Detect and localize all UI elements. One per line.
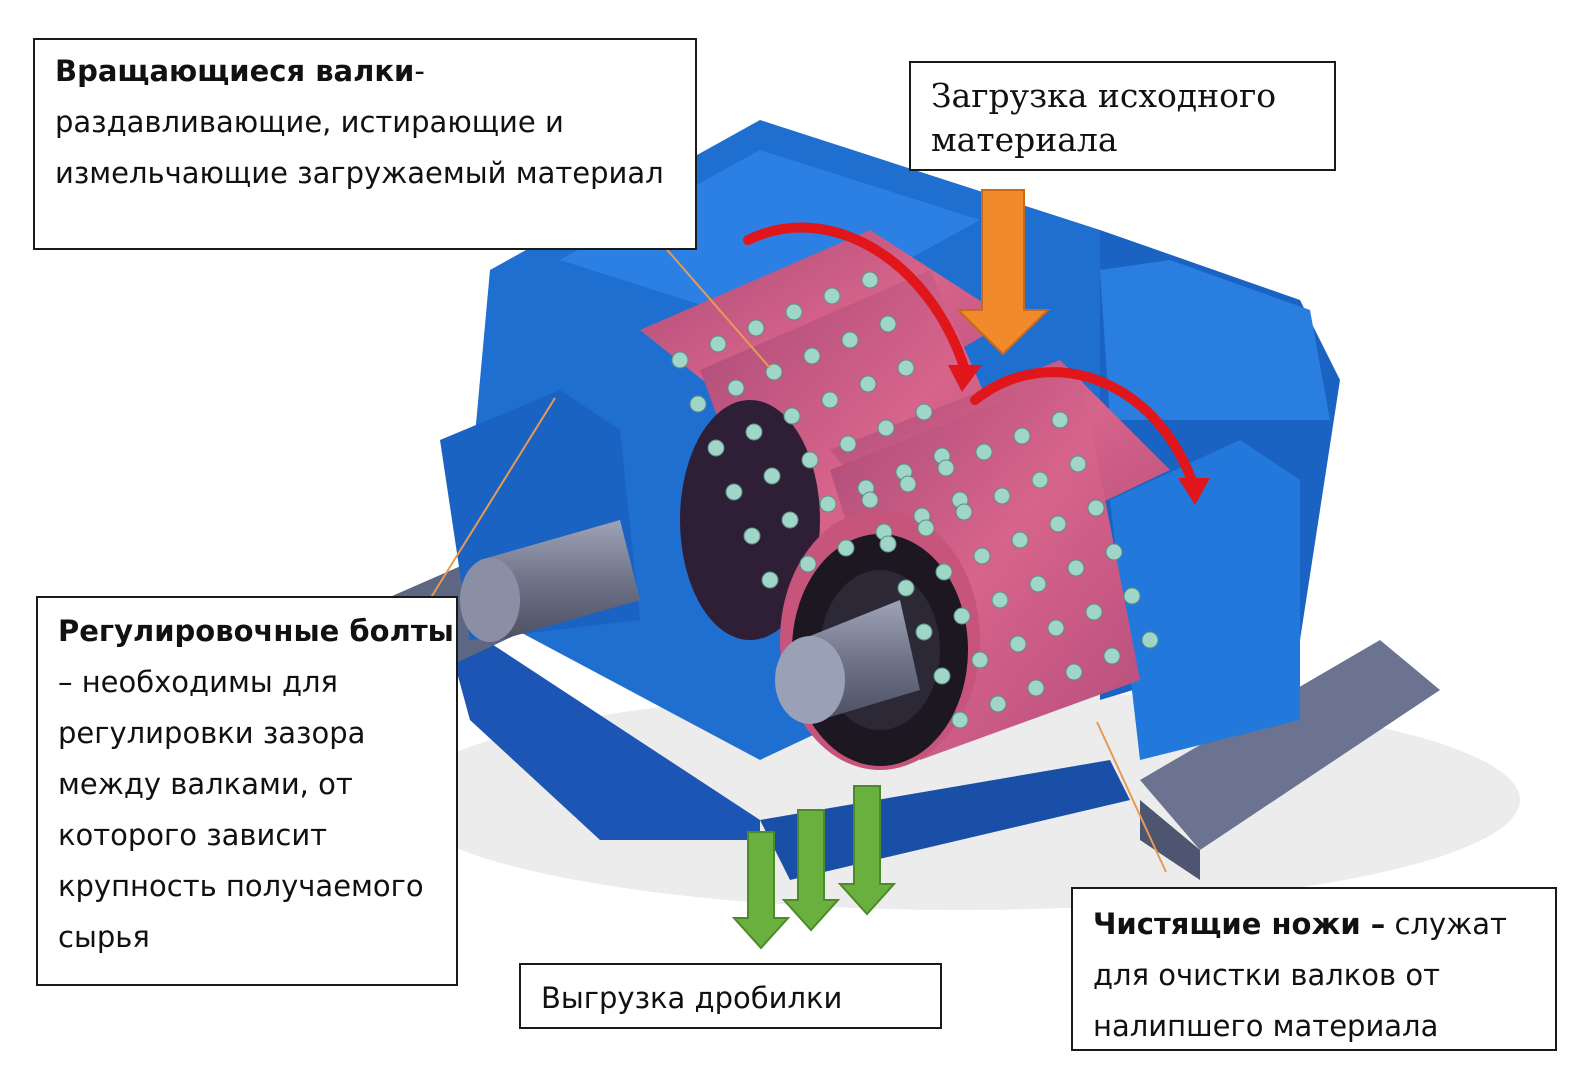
unloading-arrows [731,785,897,950]
callout-loading-text: Загрузка исходного материала [931,76,1277,159]
roller-bolt-icon [879,535,897,553]
rotation-arrow-head-2 [1178,478,1210,505]
roller-bolt-icon [937,459,955,477]
roller-bolt-icon [877,419,895,437]
roller-bolt-icon [1049,515,1067,533]
roller-bolt-icon [933,667,951,685]
callout-cleaning-knives-title: Чистящие ножи – [1093,907,1386,941]
roller-bolt-icon [841,331,859,349]
roller-bolt-icon [801,451,819,469]
roller-bolt-icon [1123,587,1141,605]
roller-bolt-icon [761,571,779,589]
roller-bolt-icon [1087,499,1105,517]
roller-bolt-icon [861,491,879,509]
roller-bolt-icon [975,443,993,461]
roller-bolt-icon [1027,679,1045,697]
roller-bolt-icon [783,407,801,425]
rotation-arrow-head-1 [948,365,982,392]
roller-bolt-icon [1047,619,1065,637]
roller-bolt-icon [859,375,877,393]
roller-bolt-icon [799,555,817,573]
roller-bolt-icon [1031,471,1049,489]
roller-bolt-icon [747,319,765,337]
roller-bolt-icon [951,711,969,729]
roller-bolt-icon [897,359,915,377]
roller-bolt-icon [707,439,725,457]
roller-bolt-icon [971,651,989,669]
roller-bolt-icon [953,607,971,625]
callout-unloading: Выгрузка дробилки [519,963,942,1029]
roller-bolt-icon [781,511,799,529]
roller-bolt-icon [991,591,1009,609]
roller-bolt-icon [725,483,743,501]
roller-bolt-icon [989,695,1007,713]
roller-bolt-icon [819,495,837,513]
roller-bolt-icon [823,287,841,305]
roller-bolt-icon [955,503,973,521]
roller-bolt-icon [1051,411,1069,429]
roller-bolt-icon [763,467,781,485]
roller-bolt-icon [915,623,933,641]
roller-bolt-icon [861,271,879,289]
roller-bolt-icon [671,351,689,369]
roller-bolt-icon [1085,603,1103,621]
roller-bolt-icon [785,303,803,321]
roller-bolt-icon [689,395,707,413]
callout-cleaning-knives-text: служат для очистки валков от налипшего м… [1093,907,1507,1043]
roller-bolt-icon [879,315,897,333]
roller-bolt-icon [745,423,763,441]
callout-loading: Загрузка исходного материала [909,61,1336,171]
roller-bolt-icon [1103,647,1121,665]
roller-bolt-icon [993,487,1011,505]
roller-bolt-icon [1011,531,1029,549]
callout-adjusting-bolts-title: Регулировочные болты [58,614,454,648]
rotation-arrows [743,222,1200,495]
roller-bolt-icon [1069,455,1087,473]
shafts [460,520,920,724]
roller-bolt-icon [897,579,915,597]
roller-bolt-icon [1065,663,1083,681]
callout-cleaning-knives: Чистящие ножи – служат для очистки валко… [1071,887,1557,1051]
roller-bolts [671,271,1159,729]
roller-bolt-icon [899,475,917,493]
roller-bolt-icon [915,403,933,421]
roller-bolt-icon [935,563,953,581]
roller-bolt-icon [837,539,855,557]
callout-adjusting-bolts: Регулировочные болты – необходимы для ре… [36,596,458,986]
roller-bolt-icon [1029,575,1047,593]
loading-arrow [955,189,1051,356]
roller-bolt-icon [973,547,991,565]
callout-unloading-text: Выгрузка дробилки [541,981,843,1015]
roller-bolt-icon [1067,559,1085,577]
callout-rotating-rollers-title: Вращающиеся валки [55,54,415,88]
roller-bolt-icon [743,527,761,545]
callout-rotating-rollers: Вращающиеся валки-раздавливающие, истира… [33,38,697,250]
roller-bolt-icon [839,435,857,453]
callout-rotating-rollers-text: -раздавливающие, истирающие и измельчающ… [55,54,664,190]
roller-bolt-icon [1105,543,1123,561]
roller-bolt-icon [709,335,727,353]
callout-adjusting-bolts-text: – необходимы для регулировки зазора межд… [58,665,424,954]
roller-bolt-icon [917,519,935,537]
roller-bolt-icon [727,379,745,397]
roller-bolt-icon [803,347,821,365]
roller-bolt-icon [1141,631,1159,649]
roller-bolt-icon [1009,635,1027,653]
roller-bolt-icon [1013,427,1031,445]
roller-bolt-icon [821,391,839,409]
